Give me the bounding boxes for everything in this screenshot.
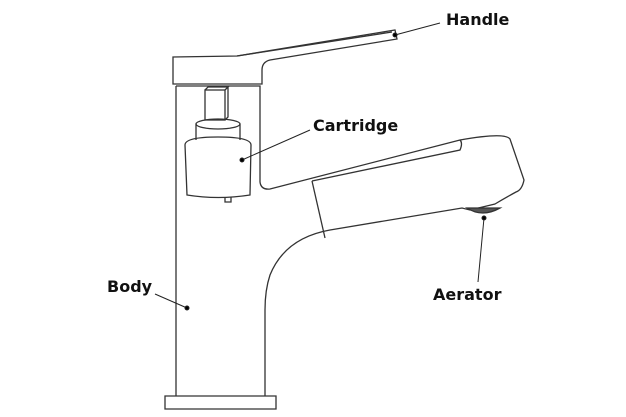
handle-shape [172, 29, 398, 85]
handle-leader [394, 22, 441, 36]
handle-dot [392, 32, 398, 38]
cartridge-shape [184, 85, 252, 203]
aerator-leader [477, 217, 485, 283]
cartridge-leader [241, 129, 311, 161]
label-body: Body [107, 277, 153, 296]
body-leader [154, 293, 188, 309]
body-dot [184, 305, 190, 311]
label-aerator: Aerator [433, 285, 502, 304]
body-shape [164, 85, 525, 410]
aerator-shape [464, 207, 503, 214]
label-handle: Handle [446, 10, 510, 29]
aerator-dot [481, 215, 487, 221]
cartridge-dot [239, 157, 245, 163]
leader-lines [154, 22, 487, 311]
label-cartridge: Cartridge [313, 116, 399, 135]
